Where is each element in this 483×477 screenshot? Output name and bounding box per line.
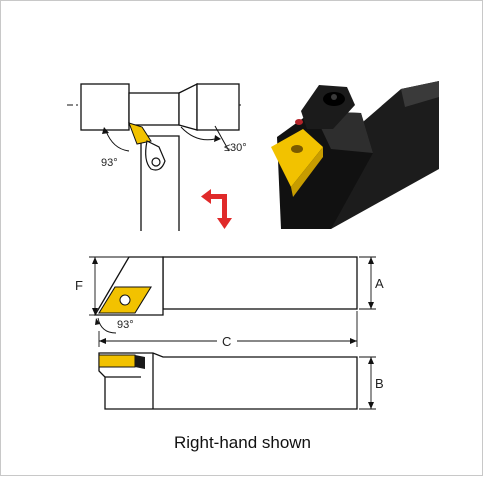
feed-direction-icon bbox=[201, 189, 232, 229]
angle-label-top: 93° bbox=[101, 157, 118, 169]
workpiece-right bbox=[196, 83, 240, 131]
workpiece-left bbox=[80, 83, 130, 131]
angle-arrow-approach bbox=[214, 135, 221, 142]
dim-f bbox=[89, 256, 129, 316]
side-view-insert-hole bbox=[119, 294, 131, 306]
dim-b bbox=[359, 356, 376, 410]
top-view-clamp bbox=[145, 140, 166, 171]
holder-3d-render bbox=[271, 81, 439, 229]
dim-a-label: A bbox=[375, 276, 384, 291]
holder-3d-insert bbox=[271, 129, 323, 187]
front-view-insert bbox=[98, 354, 136, 368]
holder-shank-right bbox=[141, 135, 180, 231]
approach-line bbox=[214, 125, 230, 152]
front-view-holder bbox=[98, 352, 358, 410]
angle-arc-approach bbox=[180, 126, 216, 141]
workpiece-cone bbox=[178, 82, 198, 131]
angle-label-approach: ≤30° bbox=[224, 142, 247, 154]
angle-arrow-top bbox=[102, 127, 109, 134]
front-view-clamp bbox=[135, 355, 145, 369]
workpiece-shaft bbox=[128, 92, 180, 126]
top-view-insert bbox=[128, 122, 152, 145]
dim-c-label: C bbox=[222, 334, 231, 349]
dim-a bbox=[359, 256, 376, 310]
angle-arc-bottom bbox=[97, 317, 117, 334]
angle-label-bottom: 93° bbox=[117, 319, 134, 331]
angle-arc-top bbox=[105, 130, 130, 152]
dim-f-label: F bbox=[75, 278, 83, 293]
caption: Right-hand shown bbox=[173, 433, 312, 452]
dim-b-label: B bbox=[375, 376, 384, 391]
side-view-holder bbox=[93, 256, 358, 316]
